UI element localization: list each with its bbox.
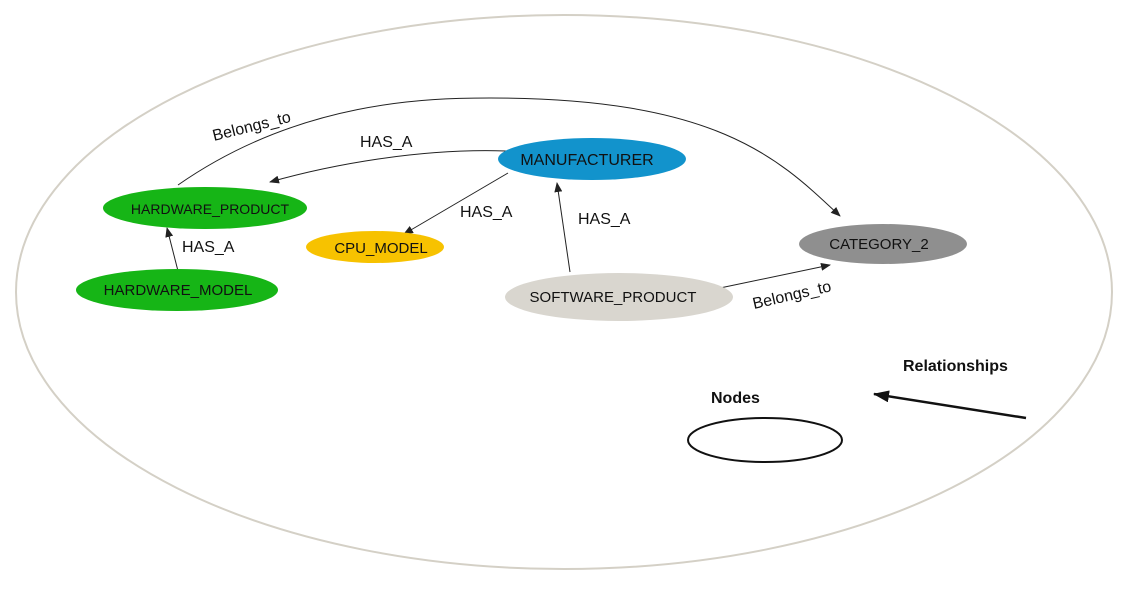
legend-node-ellipse <box>687 417 843 463</box>
edge-manufacturer-has-hw-product <box>269 150 507 184</box>
node-hardware-product-shape <box>103 187 307 229</box>
node-hardware-model-shape <box>76 269 278 311</box>
edge-label-manufacturer-has-cpu: HAS_A <box>460 204 513 221</box>
edge-hw-belongs-to-category <box>177 97 841 217</box>
node-category-2[interactable]: CATEGORY_2 <box>799 224 967 264</box>
legend-relationships-label: Relationships <box>903 358 1008 375</box>
node-software-product-label: SOFTWARE_PRODUCT <box>530 289 697 306</box>
node-software-product[interactable]: SOFTWARE_PRODUCT <box>505 273 733 321</box>
node-hardware-product-label: HARDWARE_PRODUCT <box>131 201 290 217</box>
outer-boundary-ellipse <box>15 14 1113 570</box>
legend: Relationships Nodes <box>687 358 1027 463</box>
node-manufacturer-shape <box>498 138 686 180</box>
node-software-product-shape <box>505 273 733 321</box>
edge-label-software-has-manufacturer: HAS_A <box>578 211 631 228</box>
edge-software-belongs-to-category <box>719 262 831 289</box>
edge-manufacturer-has-cpu <box>403 172 509 235</box>
edge-label-hw-belongs-to: Belongs_to <box>211 109 293 145</box>
node-category-2-label: CATEGORY_2 <box>829 236 928 253</box>
node-hardware-model-label: HARDWARE_MODEL <box>104 282 253 299</box>
node-cpu-model[interactable]: CPU_MODEL <box>306 231 444 263</box>
node-hardware-product[interactable]: HARDWARE_PRODUCT <box>103 187 307 229</box>
legend-nodes-label: Nodes <box>711 390 760 407</box>
edge-label-hw-model-has-hw-product: HAS_A <box>182 239 235 256</box>
edge-software-has-manufacturer <box>554 182 571 273</box>
legend-relationship-arrow <box>873 390 1027 420</box>
node-manufacturer-label: MANUFACTURER <box>520 152 653 169</box>
node-category-2-shape <box>799 224 967 264</box>
node-manufacturer[interactable]: MANUFACTURER <box>498 138 686 180</box>
edge-label-manufacturer-has-hw: HAS_A <box>360 134 413 151</box>
node-cpu-model-label: CPU_MODEL <box>334 240 427 257</box>
edge-label-software-belongs-to: Belongs_to <box>751 278 833 313</box>
edge-hw-model-has-hw-product <box>165 227 179 272</box>
node-hardware-model[interactable]: HARDWARE_MODEL <box>76 269 278 311</box>
node-cpu-model-shape <box>306 231 444 263</box>
